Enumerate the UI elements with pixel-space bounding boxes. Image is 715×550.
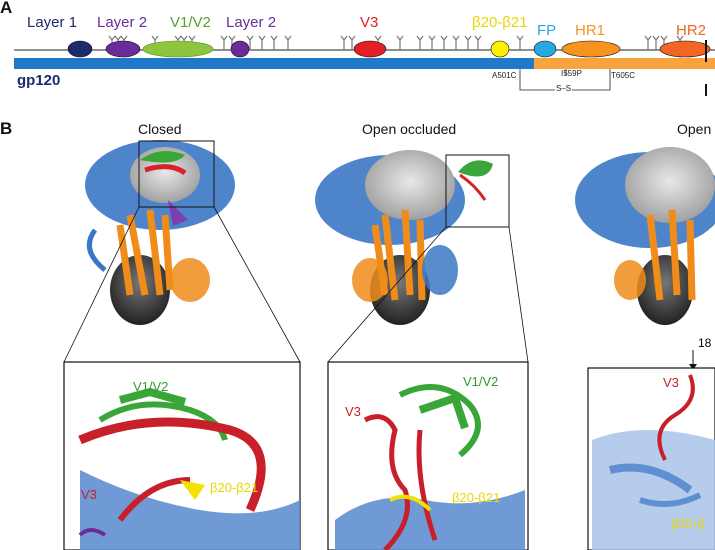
- open-occluded-zoom-box: [445, 154, 510, 228]
- disulfide-label: S–S: [555, 84, 573, 93]
- open-occluded-zoom-content: [335, 384, 525, 550]
- layer2-second-label: Layer 2: [226, 14, 277, 31]
- open-occluded-title: Open occluded: [362, 121, 457, 137]
- layer1-domain: [67, 40, 93, 58]
- t605c-label: T605C: [611, 71, 636, 80]
- open-occluded-v3-label: V3: [345, 404, 361, 419]
- layer1-label: Layer 1: [27, 14, 78, 31]
- hr1-domain: [561, 40, 621, 58]
- panel-a-letter: A: [0, 0, 13, 17]
- v3-label: V3: [360, 14, 379, 31]
- open-structure: [575, 147, 715, 325]
- closed-v1v2-label: V1/V2: [133, 379, 169, 394]
- b20b21-domain: [490, 40, 510, 58]
- closed-v3-label: V3: [81, 487, 97, 502]
- open-title: Open: [677, 121, 712, 137]
- layer2-domain-first: [105, 40, 141, 58]
- gp120-bar: [14, 58, 534, 69]
- v3-domain: [353, 40, 387, 58]
- gp120-label: gp120: [17, 72, 61, 89]
- closed-zoom-content: [78, 387, 300, 550]
- i559p-label: I559P: [561, 69, 582, 78]
- open-occluded-v1v2-label: V1/V2: [463, 374, 499, 389]
- gp41-bar: [534, 58, 715, 69]
- open-v3-label: V3: [663, 375, 679, 390]
- a501c-label: A501C: [492, 71, 517, 80]
- closed-structure: [85, 140, 235, 325]
- open-b20b21-label: β20-β: [671, 516, 705, 531]
- rotation-label: 18: [698, 336, 712, 350]
- v1v2-label: V1/V2: [170, 14, 211, 31]
- hr2-domain: [659, 40, 711, 58]
- layer2-domain-second: [230, 40, 250, 58]
- open-occluded-structure: [315, 150, 493, 325]
- open-occluded-b20b21-label: β20-β21: [452, 490, 501, 505]
- panel-b-letter: B: [0, 119, 13, 138]
- fp-domain: [533, 40, 557, 58]
- closed-title: Closed: [138, 121, 182, 137]
- layer2-first-label: Layer 2: [97, 14, 148, 31]
- v1v2-domain: [142, 40, 214, 58]
- closed-b20b21-label: β20-β21: [210, 480, 259, 495]
- b20b21-label: β20-β21: [472, 14, 528, 31]
- hr1-label: HR1: [575, 22, 606, 39]
- fp-label: FP: [537, 22, 557, 39]
- open-zoom-content: [592, 374, 715, 550]
- closed-zoom-box: [138, 140, 215, 208]
- hr2-label: HR2: [676, 22, 707, 39]
